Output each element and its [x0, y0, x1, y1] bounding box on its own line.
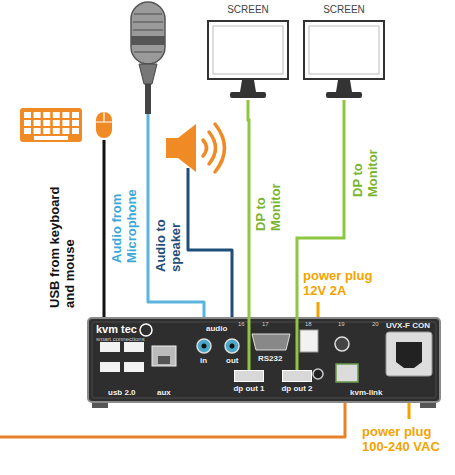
speaker-icon [166, 124, 225, 172]
microphone-cable [148, 114, 204, 340]
cable-label: USB from keyboard and mouse [47, 172, 77, 308]
dp-port: dp out 1 [232, 370, 266, 393]
microphone-icon [131, 2, 165, 114]
key-cap [34, 120, 41, 126]
mouse-icon [96, 112, 112, 138]
device-panel [88, 318, 440, 408]
cable-label: power plug 100-240 VAC [362, 424, 454, 454]
port-label: in [200, 356, 207, 365]
monitor: SCREEN [206, 4, 290, 100]
callout-number: 20 [372, 321, 379, 328]
port-label: out [226, 356, 238, 365]
port-label: dp out 2 [280, 384, 314, 393]
dp-socket [282, 370, 312, 382]
key-cap [24, 112, 31, 118]
cable-label: Audio to speaker [153, 208, 183, 272]
keyboard-icon [20, 108, 82, 142]
key-cap [43, 112, 50, 118]
port-label: aux [157, 388, 171, 397]
callout-number: 19 [338, 321, 345, 328]
callout-number: 16 [238, 321, 245, 328]
key-cap [72, 128, 79, 134]
key-cap [72, 120, 79, 126]
port-label: kvm-link [350, 388, 382, 397]
brand-name: kvm tec [96, 323, 137, 335]
key-cap [43, 128, 50, 134]
speaker-cable [188, 168, 232, 340]
brand-tagline: smart connections [96, 336, 145, 343]
port-label: RS232 [258, 354, 282, 363]
monitor-title: SCREEN [302, 4, 386, 16]
key-cap [24, 128, 31, 134]
port-label: audio [206, 324, 227, 333]
dp-port: dp out 2 [280, 370, 314, 393]
cable-label: DP to Monitor [350, 135, 380, 197]
port-label: usb 2.0 [108, 388, 136, 397]
dp-cable [297, 100, 344, 370]
port-label: UVX-F CON [386, 321, 430, 330]
key-cap [53, 120, 60, 126]
key-cap [34, 112, 41, 118]
cable-label: DP to Monitor [253, 169, 283, 231]
key-cap [53, 128, 60, 134]
key-cap [24, 120, 31, 126]
monitor-title: SCREEN [206, 4, 290, 16]
callout-number: 17 [262, 321, 269, 328]
key-cap [72, 112, 79, 118]
key-cap [62, 112, 69, 118]
monitor-shape [302, 20, 386, 100]
monitor: SCREEN [302, 4, 386, 100]
key-cap [43, 120, 50, 126]
key-cap [62, 120, 69, 126]
dp-socket [234, 370, 264, 382]
cable-label: Audio from Microphone [109, 181, 139, 263]
key-cap [62, 128, 69, 134]
port-label: dp out 1 [232, 384, 266, 393]
monitor-shape [206, 20, 290, 100]
key-cap [53, 112, 60, 118]
space-bar [34, 136, 68, 140]
key-cap [34, 128, 41, 134]
callout-number: 18 [305, 321, 312, 328]
cable-label: power plug 12V 2A [303, 268, 387, 298]
dp-cable [248, 100, 249, 370]
